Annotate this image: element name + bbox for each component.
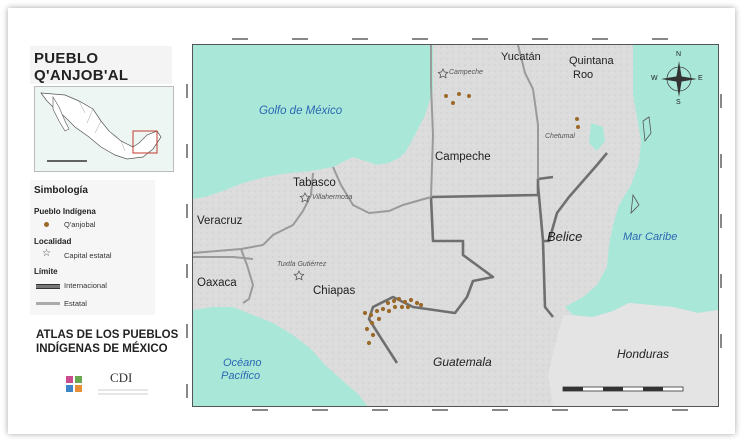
cozumel-island <box>642 116 652 143</box>
main-map: Golfo de México Yucatán Quintana Roo Cam… <box>192 44 719 407</box>
label-belice: Belice <box>547 229 583 244</box>
label-honduras: Honduras <box>617 347 670 361</box>
legend-panel: Simbología Pueblo Indígena Q'anjobal Loc… <box>30 180 155 315</box>
atlas-title: ATLAS DE LOS PUEBLOS INDÍGENAS DE MÉXICO <box>36 328 178 356</box>
chetumal-bay <box>589 123 605 151</box>
label-chiapas: Chiapas <box>313 285 356 297</box>
star-icon: ☆ <box>42 248 51 259</box>
left-graticule-ticks <box>186 84 188 398</box>
label-veracruz: Veracruz <box>197 215 243 227</box>
label-guatemala: Guatemala <box>433 355 492 369</box>
people-dot-icon <box>44 222 49 227</box>
state-borders <box>193 45 539 304</box>
label-quintana-roo-1: Quintana <box>569 55 614 67</box>
state-line-icon <box>36 302 60 305</box>
compass-w: W <box>651 75 658 82</box>
compass-s: S <box>676 99 681 106</box>
top-graticule-ticks <box>232 38 668 40</box>
cdi-logo: CDI <box>64 370 154 402</box>
legend-locality-item: Capital estatal <box>64 251 112 260</box>
locator-map-graphic <box>35 87 173 171</box>
right-graticule-ticks <box>720 94 722 348</box>
label-gulf: Golfo de México <box>259 105 343 117</box>
label-campeche-city: Campeche <box>449 69 483 76</box>
label-oceano-1: Océano <box>223 357 262 369</box>
label-oaxaca: Oaxaca <box>197 277 237 289</box>
legend-limit-international: Internacional <box>64 281 107 290</box>
label-campeche-state: Campeche <box>435 151 491 163</box>
map-canvas <box>193 45 718 406</box>
legend-group-people: Pueblo Indígena <box>34 207 96 216</box>
honduras-region <box>548 303 718 406</box>
label-yucatan: Yucatán <box>501 51 541 63</box>
legend-heading: Simbología <box>34 185 88 196</box>
cdi-logo-text: CDI <box>110 370 133 385</box>
label-quintana-roo-2: Roo <box>573 69 594 81</box>
label-tuxtla: Tuxtla Gutiérrez <box>277 261 327 268</box>
scale-bar <box>562 386 684 392</box>
title-line-1: PUEBLO <box>34 50 99 67</box>
international-line-icon <box>36 284 60 289</box>
compass-n: N <box>676 51 682 58</box>
pacific-ocean <box>193 307 367 406</box>
map-title: PUEBLO Q'ANJOB'AL <box>34 50 128 84</box>
legend-group-locality: Localidad <box>34 237 72 246</box>
qanjobal-points <box>362 92 580 346</box>
label-tabasco: Tabasco <box>293 177 336 189</box>
label-mar-caribe: Mar Caribe <box>623 231 678 243</box>
legend-people-item: Q'anjobal <box>64 220 96 229</box>
capital-stars <box>293 68 449 281</box>
title-line-2: Q'ANJOB'AL <box>34 67 129 84</box>
locator-inset-map <box>34 86 174 172</box>
label-oceano-2: Pacífico <box>221 370 261 382</box>
caribbean-sea <box>565 45 718 317</box>
legend-group-limit: Límite <box>34 267 58 276</box>
label-villahermosa: Villahermosa <box>312 194 353 201</box>
cay-island <box>630 193 640 215</box>
compass-e: E <box>698 75 703 82</box>
atlas-line-1: ATLAS DE LOS PUEBLOS <box>36 329 179 341</box>
bottom-graticule-ticks <box>252 409 688 411</box>
lagoon <box>365 143 405 165</box>
label-chetumal: Chetumal <box>545 133 575 140</box>
atlas-line-2: INDÍGENAS DE MÉXICO <box>36 343 168 355</box>
cdi-logo-graphic <box>66 376 148 395</box>
international-borders <box>367 152 608 364</box>
compass-rose <box>661 61 697 97</box>
legend-limit-state: Estatal <box>64 299 87 308</box>
title-background <box>30 46 172 84</box>
